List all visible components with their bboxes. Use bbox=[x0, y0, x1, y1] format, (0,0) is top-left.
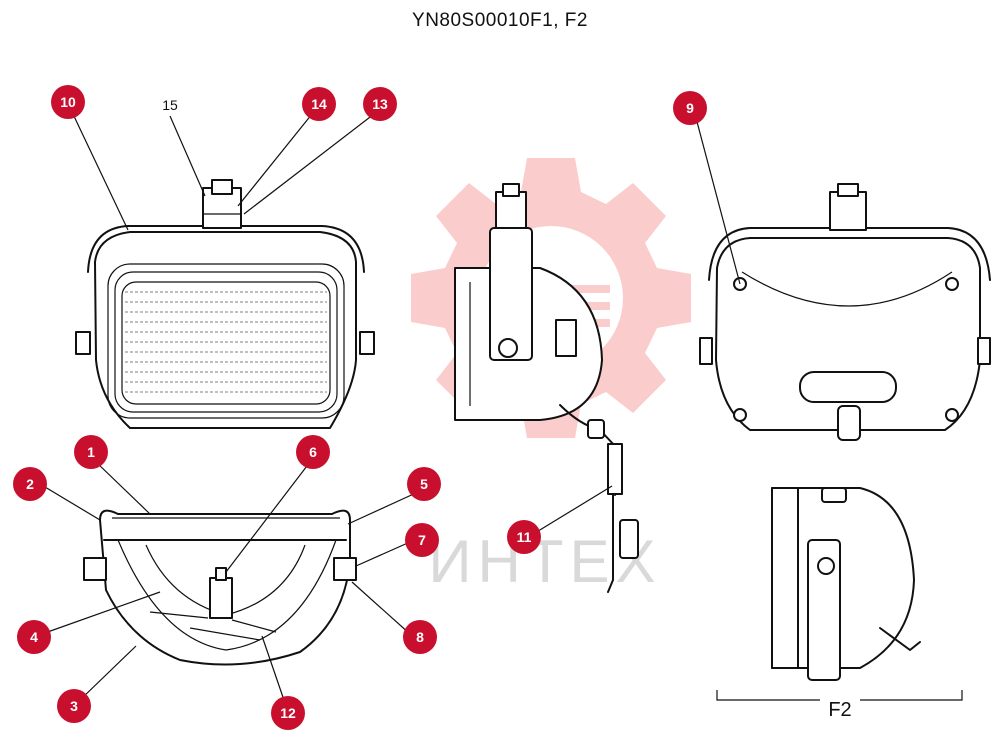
callout-8: 8 bbox=[403, 620, 437, 654]
callout-10: 10 bbox=[51, 85, 85, 119]
svg-text:1: 1 bbox=[87, 444, 95, 460]
callout-7: 7 bbox=[405, 523, 439, 557]
svg-text:5: 5 bbox=[420, 476, 428, 492]
callout-13: 13 bbox=[363, 87, 397, 121]
lamp-side-view bbox=[454, 183, 639, 593]
callout-3: 3 bbox=[57, 689, 91, 723]
svg-text:10: 10 bbox=[60, 94, 76, 110]
svg-text:15: 15 bbox=[162, 97, 178, 113]
lamp-rear-view bbox=[699, 183, 991, 441]
callout-5: 5 bbox=[407, 467, 441, 501]
lamp-cutaway-view bbox=[83, 509, 357, 666]
leader-lines bbox=[39, 111, 741, 707]
diagram-title: YN80S00010F1, F2 bbox=[412, 10, 588, 31]
svg-text:6: 6 bbox=[309, 444, 317, 460]
watermark-text: ИНТЕХ bbox=[428, 528, 661, 595]
callout-15: 15 bbox=[162, 97, 178, 113]
callout-6: 6 bbox=[296, 435, 330, 469]
f2-view-label: F2 bbox=[828, 699, 851, 721]
svg-text:12: 12 bbox=[280, 705, 296, 721]
svg-text:13: 13 bbox=[372, 96, 388, 112]
svg-text:3: 3 bbox=[70, 698, 78, 714]
callout-2: 2 bbox=[13, 467, 47, 501]
callout-9: 9 bbox=[673, 91, 707, 125]
callout-1: 1 bbox=[74, 435, 108, 469]
callout-14: 14 bbox=[302, 87, 336, 121]
svg-text:2: 2 bbox=[26, 476, 34, 492]
lamp-f2-side-view: F2 bbox=[716, 487, 963, 721]
svg-text:11: 11 bbox=[517, 529, 532, 545]
svg-text:9: 9 bbox=[686, 100, 694, 116]
svg-text:14: 14 bbox=[311, 96, 327, 112]
callout-11: 11 bbox=[507, 520, 541, 554]
svg-text:8: 8 bbox=[416, 629, 424, 645]
callout-12: 12 bbox=[271, 696, 305, 730]
callout-4: 4 bbox=[17, 620, 51, 654]
lamp-front-view bbox=[75, 179, 375, 429]
svg-text:4: 4 bbox=[30, 629, 38, 645]
svg-text:7: 7 bbox=[418, 532, 426, 548]
